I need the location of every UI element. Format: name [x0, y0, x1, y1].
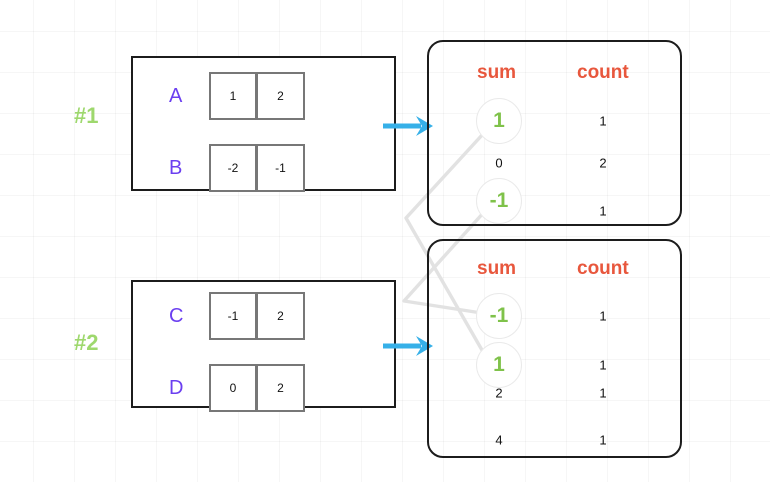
panel-2-count-3: 1 — [599, 432, 607, 448]
group-tag-1: #1 — [74, 103, 99, 128]
cell-b-0: -2 — [209, 144, 257, 192]
data-row-a: A 1 2 — [169, 72, 305, 120]
panel-2-count-0: 1 — [599, 308, 607, 324]
group-box-2: C -1 2 D 0 2 — [131, 280, 396, 412]
panel-2-header-count: count — [577, 258, 629, 279]
data-row-b: B -2 -1 — [169, 144, 305, 192]
panel-1-sum-2: -1 — [489, 189, 509, 212]
cell-a-0: 1 — [209, 72, 257, 120]
panel-2-count-2: 1 — [599, 385, 607, 401]
arrow-group2-to-panel2 — [383, 336, 433, 356]
panel-2-sum-0: -1 — [489, 304, 509, 327]
panel-1-count-2: 1 — [599, 203, 607, 219]
cell-b-1: -1 — [257, 144, 305, 192]
data-row-c: C -1 2 — [169, 292, 305, 340]
panel-1-count-1: 2 — [599, 155, 607, 171]
aggregate-panel-1: sum count 1 1 0 2 -1 1 — [427, 40, 682, 226]
group-tag-2: #2 — [74, 330, 99, 355]
panel-2-sum-3: 4 — [495, 432, 503, 448]
panel-2-count-1: 1 — [599, 357, 607, 373]
panel-1-sum-0: 1 — [493, 109, 505, 132]
cell-c-0: -1 — [209, 292, 257, 340]
panel-2-sum-1: 1 — [493, 353, 505, 376]
cell-d-1: 2 — [257, 364, 305, 412]
row-label-c: C — [169, 304, 184, 327]
highlight-circle — [476, 98, 522, 144]
cell-pair-b: -2 -1 — [209, 144, 305, 192]
cell-d-0: 0 — [209, 364, 257, 412]
panel-1-sum-1: 0 — [495, 155, 503, 171]
row-label-a: A — [169, 84, 183, 107]
panel-2-header-sum: sum — [477, 258, 517, 279]
cell-pair-d: 0 2 — [209, 364, 305, 412]
aggregate-panel-2: sum count -1 1 1 1 2 1 4 1 — [427, 239, 682, 458]
row-label-b: B — [169, 156, 183, 179]
panel-1-header-sum: sum — [477, 62, 517, 83]
cell-pair-c: -1 2 — [209, 292, 305, 340]
group-box-1: A 1 2 B -2 -1 — [131, 56, 396, 192]
cell-c-1: 2 — [257, 292, 305, 340]
panel-1-header-count: count — [577, 62, 629, 83]
panel-1-count-0: 1 — [599, 113, 607, 129]
cell-pair-a: 1 2 — [209, 72, 305, 120]
row-label-d: D — [169, 376, 184, 399]
data-row-d: D 0 2 — [169, 364, 305, 412]
highlight-circle — [476, 178, 522, 224]
cell-a-1: 2 — [257, 72, 305, 120]
panel-2-sum-2: 2 — [495, 385, 503, 401]
arrow-group1-to-panel1 — [383, 116, 433, 136]
highlight-circle — [476, 293, 522, 339]
highlight-circle — [476, 342, 522, 388]
